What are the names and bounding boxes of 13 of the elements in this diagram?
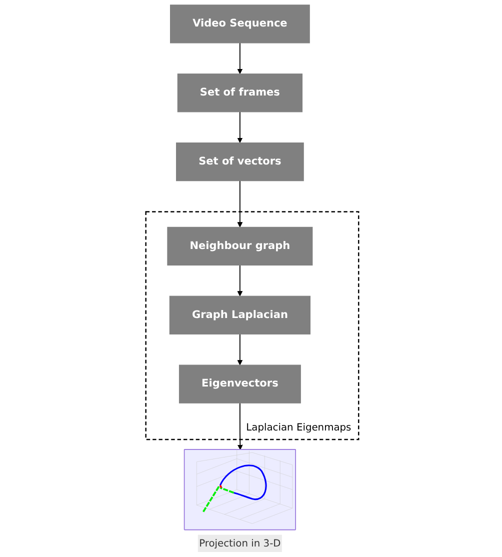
arrow (237, 264, 243, 296)
node-box: Eigenvectors (178, 364, 301, 404)
node-box: Set of vectors (176, 142, 304, 182)
node-box: Set of frames (177, 74, 303, 112)
arrow (237, 402, 243, 450)
node-box: Video Sequence (170, 4, 310, 44)
node-label: Projection in 3-D (199, 537, 281, 549)
arrow (237, 334, 243, 366)
node-box: Graph Laplacian (169, 296, 310, 334)
arrow (237, 111, 243, 144)
arrow (237, 42, 243, 74)
arrow (237, 180, 243, 228)
node-box: Neighbour graph (167, 226, 313, 266)
